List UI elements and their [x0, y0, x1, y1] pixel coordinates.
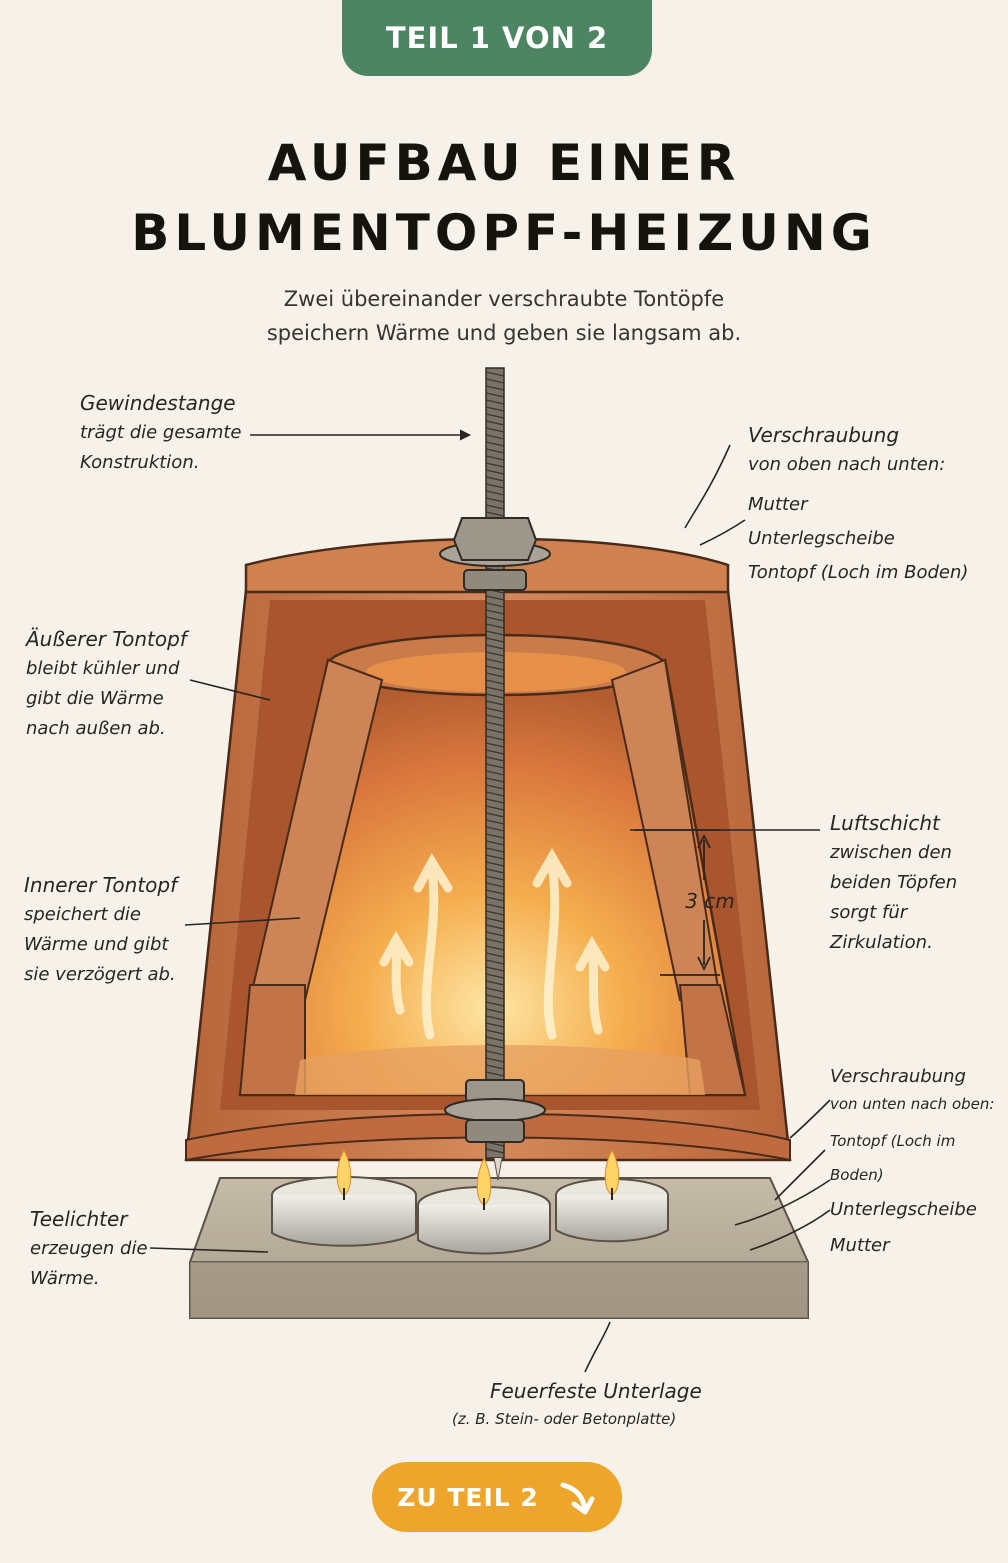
- tea-light-center: [417, 1156, 551, 1255]
- title-line-2: BLUMENTOPF-HEIZUNG: [131, 204, 877, 262]
- top-screwing-item-2: Unterlegscheibe: [748, 528, 895, 549]
- air-layer-line-2: beiden Töpfen: [830, 872, 958, 893]
- fireproof-base-title: Feuerfeste Unterlage: [490, 1379, 702, 1403]
- leader-lines: [149, 429, 831, 1373]
- top-nut-washer: [439, 517, 551, 591]
- fireproof-base-sub: (z. B. Stein- oder Betonplatte): [452, 1410, 677, 1428]
- tea-lights: [271, 1148, 669, 1255]
- next-part-label: ZU TEIL 2: [397, 1482, 539, 1512]
- air-gap-label: 3 cm: [685, 889, 735, 913]
- threaded-rod: [485, 367, 505, 1181]
- label-bottom-screwing: Verschraubung von unten nach oben: Tonto…: [830, 1062, 1008, 1264]
- air-layer-line-1: zwischen den: [830, 842, 952, 863]
- label-fireproof-base: Feuerfeste Unterlage (z. B. Stein- oder …: [400, 1376, 780, 1432]
- inner-pot-line-3: sie verzögert ab.: [24, 964, 176, 985]
- air-layer-line-4: Zirkulation.: [830, 932, 933, 953]
- bottom-nut-washer: [444, 1079, 546, 1143]
- tea-light-left: [271, 1148, 417, 1247]
- tea-lights-line-1: erzeugen die: [30, 1238, 148, 1259]
- subtitle-line-1: Zwei übereinander verschraubte Tontöpfe: [283, 287, 725, 311]
- tea-lights-line-2: Wärme.: [30, 1268, 100, 1289]
- threaded-rod-line-1: trägt die gesamte: [80, 422, 242, 443]
- inner-pot-line-1: speichert die: [24, 904, 141, 925]
- air-layer-line-3: sorgt für: [830, 902, 908, 923]
- top-screwing-item-3: Tontopf (Loch im Boden): [748, 562, 969, 583]
- tea-light-right: [555, 1148, 669, 1243]
- bottom-screwing-item-3: Mutter: [830, 1235, 890, 1256]
- label-inner-pot: Innerer Tontopf speichert die Wärme und …: [24, 870, 177, 990]
- next-part-button[interactable]: ZU TEIL 2: [372, 1462, 622, 1532]
- threaded-rod-title: Gewindestange: [80, 391, 236, 415]
- subtitle-line-2: speichern Wärme und geben sie langsam ab…: [266, 321, 742, 345]
- inner-pot-title: Innerer Tontopf: [24, 873, 178, 897]
- page-title: AUFBAU EINER BLUMENTOPF-HEIZUNG: [0, 128, 1008, 268]
- top-screwing-title: Verschraubung: [748, 423, 900, 447]
- page-subtitle: Zwei übereinander verschraubte Tontöpfe …: [0, 282, 1008, 350]
- label-threaded-rod: Gewindestange trägt die gesamte Konstruk…: [80, 388, 242, 478]
- bottom-screwing-title: Verschraubung: [830, 1066, 966, 1087]
- part-badge: TEIL 1 VON 2: [342, 0, 652, 76]
- inner-pot-line-2: Wärme und gibt: [24, 934, 169, 955]
- top-screwing-item-1: Mutter: [748, 494, 808, 515]
- label-air-layer: Luftschicht zwischen den beiden Töpfen s…: [830, 808, 957, 958]
- outer-pot-line-2: gibt die Wärme: [26, 688, 164, 709]
- title-line-1: AUFBAU EINER: [267, 134, 741, 192]
- label-outer-pot: Äußerer Tontopf bleibt kühler und gibt d…: [26, 624, 187, 744]
- label-tea-lights: Teelichter erzeugen die Wärme.: [30, 1204, 148, 1294]
- hot-air-arrows: [379, 847, 610, 1040]
- outer-pot-line-1: bleibt kühler und: [26, 658, 180, 679]
- air-layer-title: Luftschicht: [830, 811, 940, 835]
- tea-lights-title: Teelichter: [30, 1207, 128, 1231]
- threaded-rod-line-2: Konstruktion.: [80, 452, 200, 473]
- bottom-screwing-item-2: Unterlegscheibe: [830, 1199, 977, 1220]
- top-screwing-sub: von oben nach unten:: [748, 454, 946, 475]
- bottom-screwing-item-1: Tontopf (Loch im Boden): [830, 1132, 956, 1184]
- outer-pot-line-3: nach außen ab.: [26, 718, 166, 739]
- outer-pot-title: Äußerer Tontopf: [26, 627, 187, 651]
- arrow-down-right-icon: [560, 1482, 595, 1515]
- bottom-screwing-sub: von unten nach oben:: [830, 1095, 995, 1113]
- label-top-screwing: Verschraubung von oben nach unten: Mutte…: [748, 420, 968, 590]
